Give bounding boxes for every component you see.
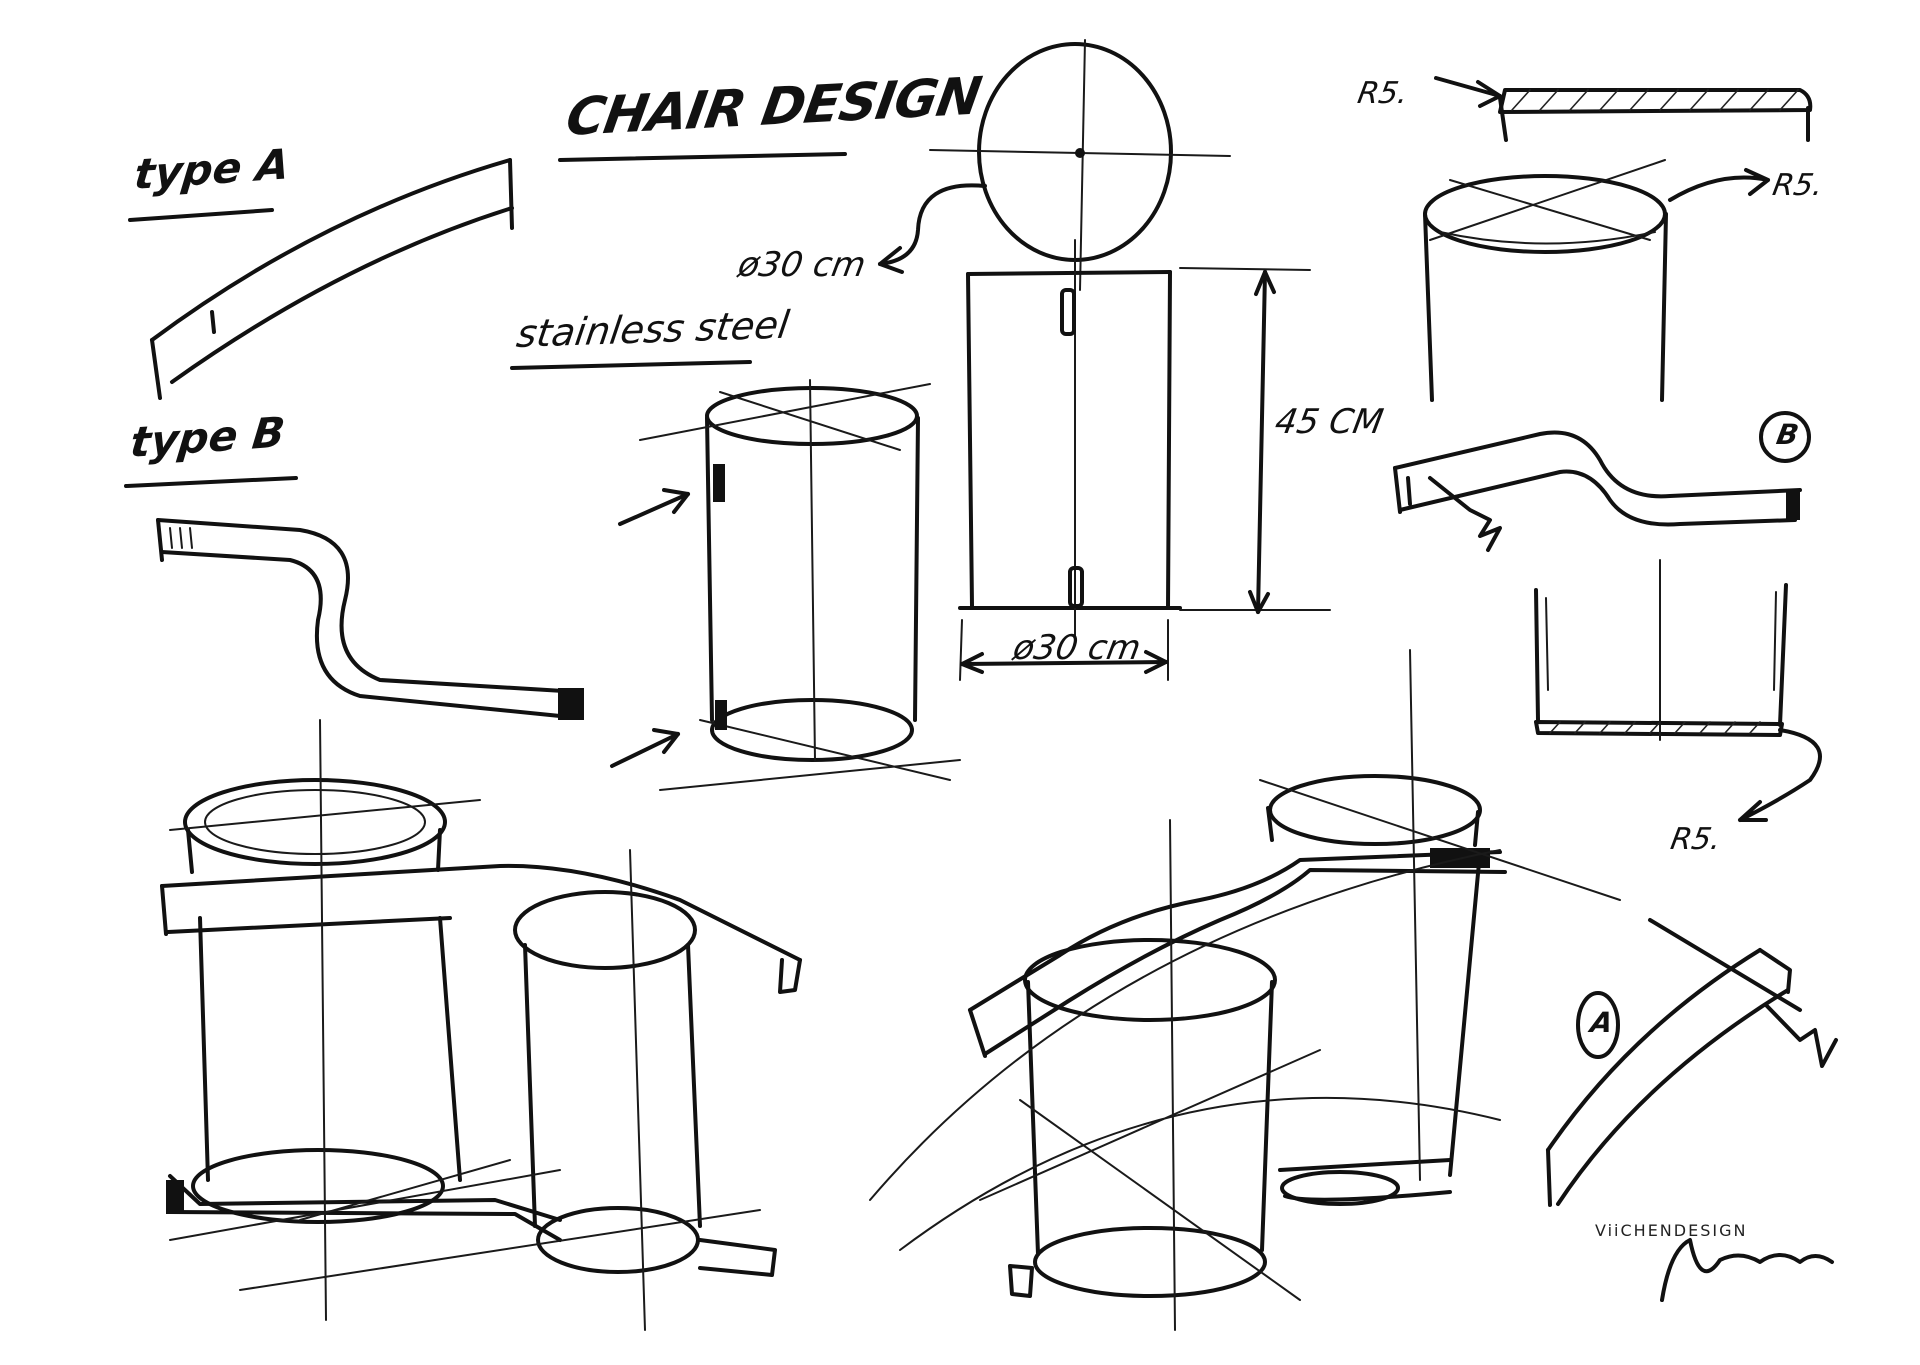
- signature-scribble: [1660, 1238, 1834, 1302]
- type-b-underline: [124, 476, 298, 488]
- rounded-top-cylinder-sketch: [1423, 76, 1813, 402]
- front-elevation-sketch: [958, 239, 1331, 681]
- brand-text: ViiCHENDESIGN: [1595, 1221, 1748, 1240]
- radius-label-1: R5.: [1355, 76, 1411, 111]
- left-stool-assembly-sketch: [160, 719, 802, 1331]
- profile-b-sketch: [1393, 411, 1811, 552]
- material-underline: [510, 360, 752, 370]
- radius-label-2: R5.: [1770, 168, 1826, 203]
- title-underline: [558, 152, 847, 162]
- steel-cylinder-sketch: [610, 379, 961, 791]
- height-label: 45 CM: [1272, 402, 1387, 442]
- type-a-bar-sketch: [150, 158, 514, 400]
- u-section-sketch: [1534, 559, 1822, 822]
- bottom-diameter-label: ø30 cm: [1010, 628, 1144, 668]
- profile-a-sketch: [1546, 918, 1838, 1207]
- right-stool-assembly-sketch: [869, 649, 1621, 1331]
- radius-label-3: R5.: [1668, 822, 1724, 857]
- type-b-bar-sketch: [156, 518, 584, 720]
- top-diameter-label: ø30 cm: [735, 245, 869, 285]
- type-a-underline: [128, 208, 274, 222]
